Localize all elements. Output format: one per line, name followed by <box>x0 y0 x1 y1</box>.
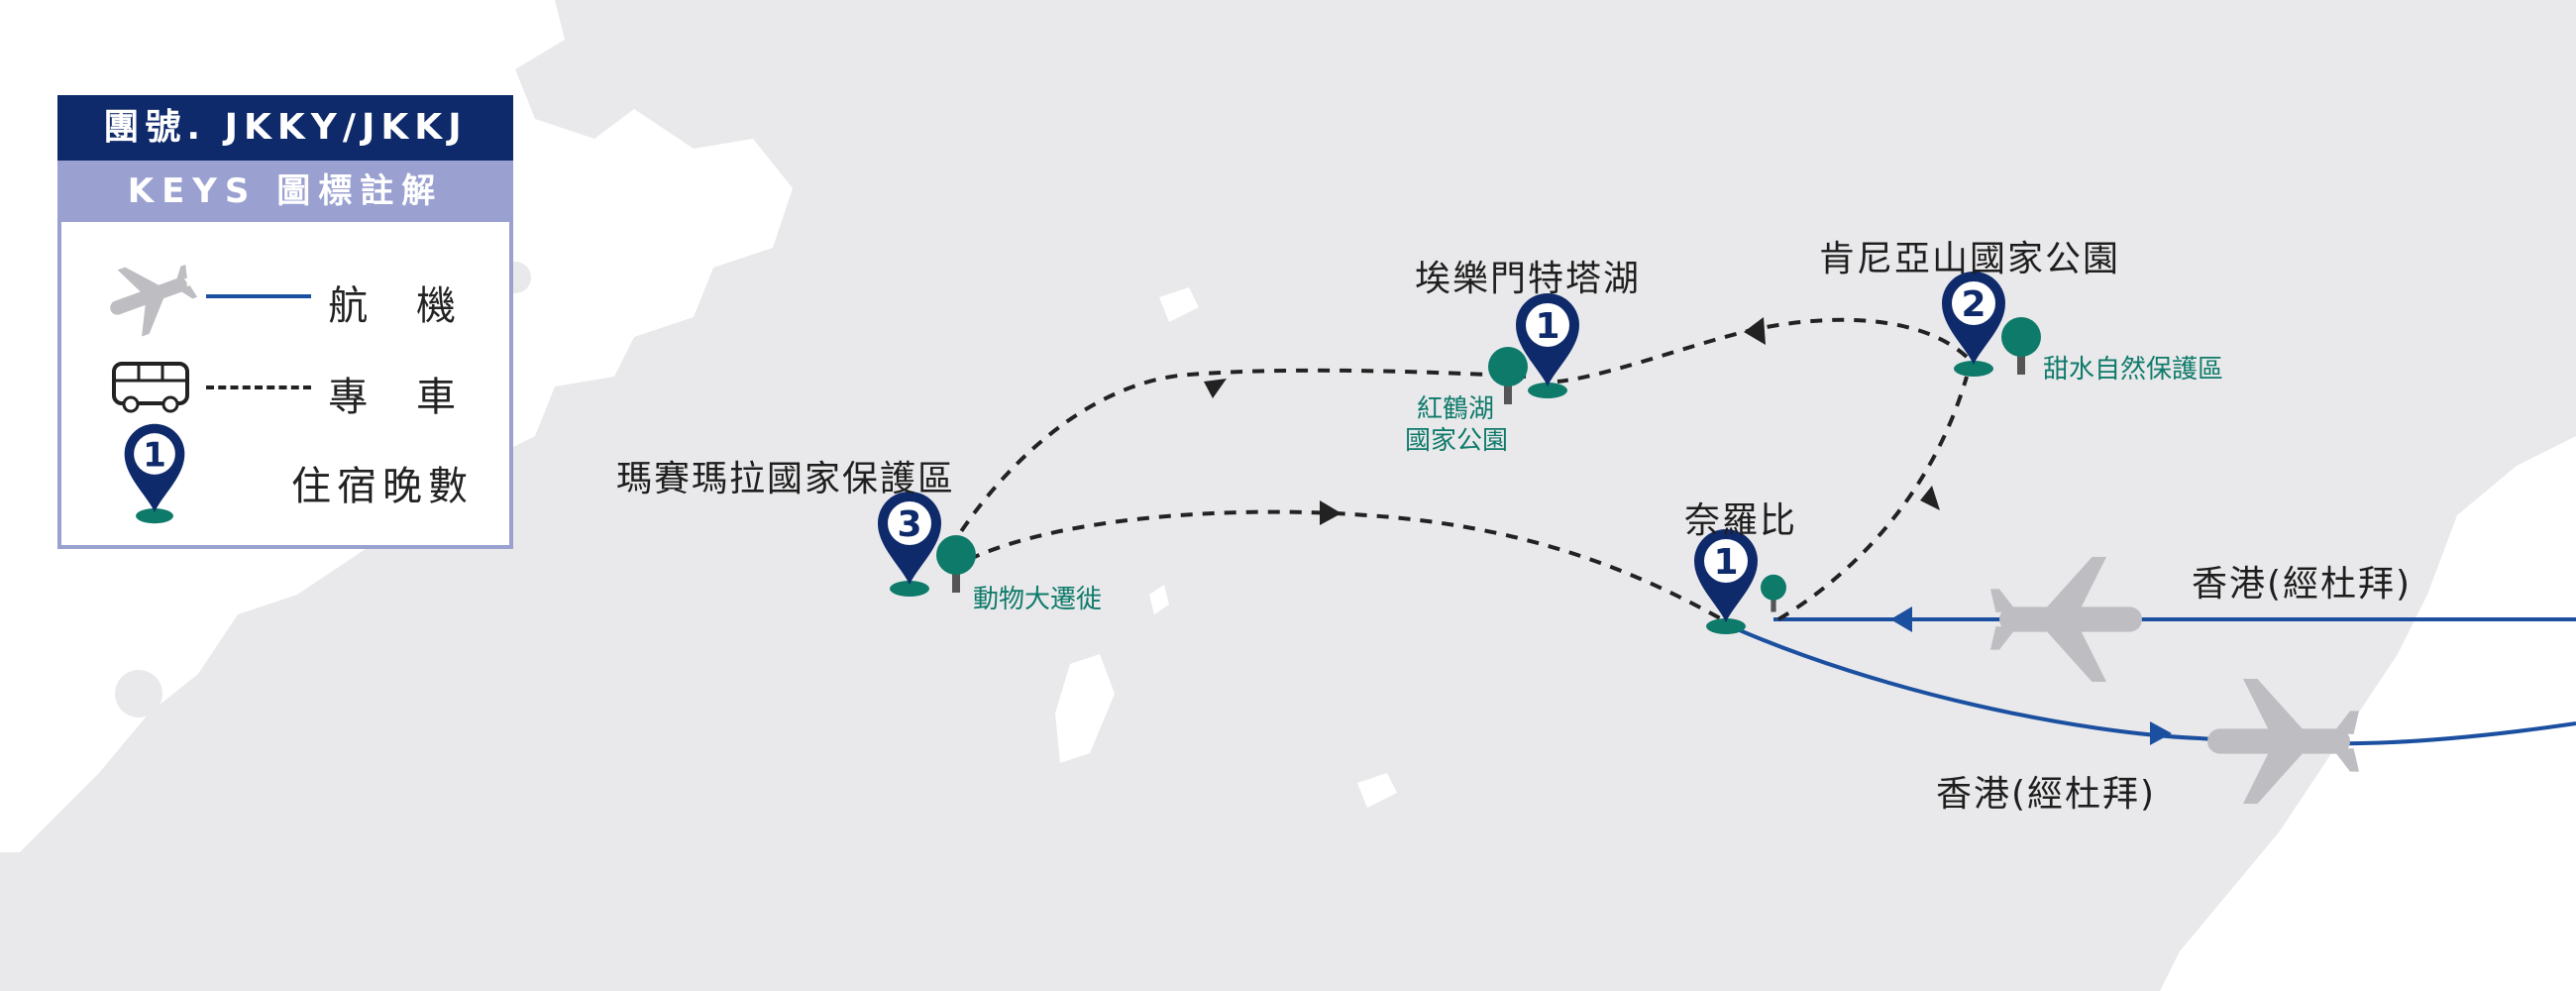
label-migration: 動物大遷徙 <box>973 585 1103 614</box>
label-flamingo-park-1: 紅鶴湖 <box>1417 394 1495 424</box>
label-flight-inbound: 香港(經杜拜) <box>2192 564 2413 605</box>
pin-nairobi[interactable]: 1 <box>1694 529 1758 634</box>
label-flamingo-park-2: 國家公園 <box>1405 426 1509 456</box>
label-flight-outbound: 香港(經杜拜) <box>1936 774 2157 815</box>
tree-icon-sweetwater <box>2001 317 2041 375</box>
label-nairobi: 奈羅比 <box>1684 500 1798 541</box>
pin-elementaita[interactable]: 1 <box>1516 293 1579 398</box>
legend-pin-number: 1 <box>143 435 166 475</box>
legend-label-nights: 住宿晚數 <box>291 464 474 509</box>
pin-masai-mara-number: 3 <box>897 504 921 545</box>
legend-label-flight: 航 機 <box>328 283 474 329</box>
legend-title: 團號. JKKY/JKKJ <box>57 95 513 161</box>
arrow-inbound <box>1890 606 1912 632</box>
bus-arrows <box>1204 317 1940 525</box>
label-mount-kenya: 肯尼亞山國家公園 <box>1819 239 2121 279</box>
pin-icon: 1 <box>124 423 185 524</box>
pin-elementaita-number: 1 <box>1535 306 1559 347</box>
legend-solid-line <box>206 294 311 298</box>
arrow-outbound <box>2150 721 2172 745</box>
plane-icon-inbound <box>1990 557 2142 682</box>
pin-mount-kenya-number: 2 <box>1961 284 1986 325</box>
legend-dashed-line <box>206 385 311 389</box>
label-masai-mara: 瑪賽瑪拉國家保護區 <box>616 459 956 499</box>
legend-row-pin: 1 住宿晚數 <box>61 423 509 524</box>
legend-row-flight: 航 機 <box>61 252 509 341</box>
pin-mount-kenya[interactable]: 2 <box>1942 272 2005 377</box>
label-sweetwater: 甜水自然保護區 <box>2043 355 2224 385</box>
plane-icon <box>98 252 204 341</box>
bus-routes <box>947 317 1969 621</box>
legend-row-bus: 專 車 <box>61 343 509 432</box>
label-elementaita: 埃樂門特塔湖 <box>1415 259 1642 299</box>
pin-masai-mara[interactable]: 3 <box>878 492 941 597</box>
tree-icon-nairobi <box>1761 574 1786 612</box>
legend-label-bus: 專 車 <box>328 375 474 420</box>
tree-icon-migration <box>936 535 976 593</box>
bus-icon <box>112 362 189 413</box>
pin-nairobi-number: 1 <box>1713 542 1738 583</box>
legend-subtitle: KEYS 圖標註解 <box>57 161 513 222</box>
legend: 團號. JKKY/JKKJ KEYS 圖標註解 航 機 專 車 1 住宿晚數 <box>57 95 513 549</box>
